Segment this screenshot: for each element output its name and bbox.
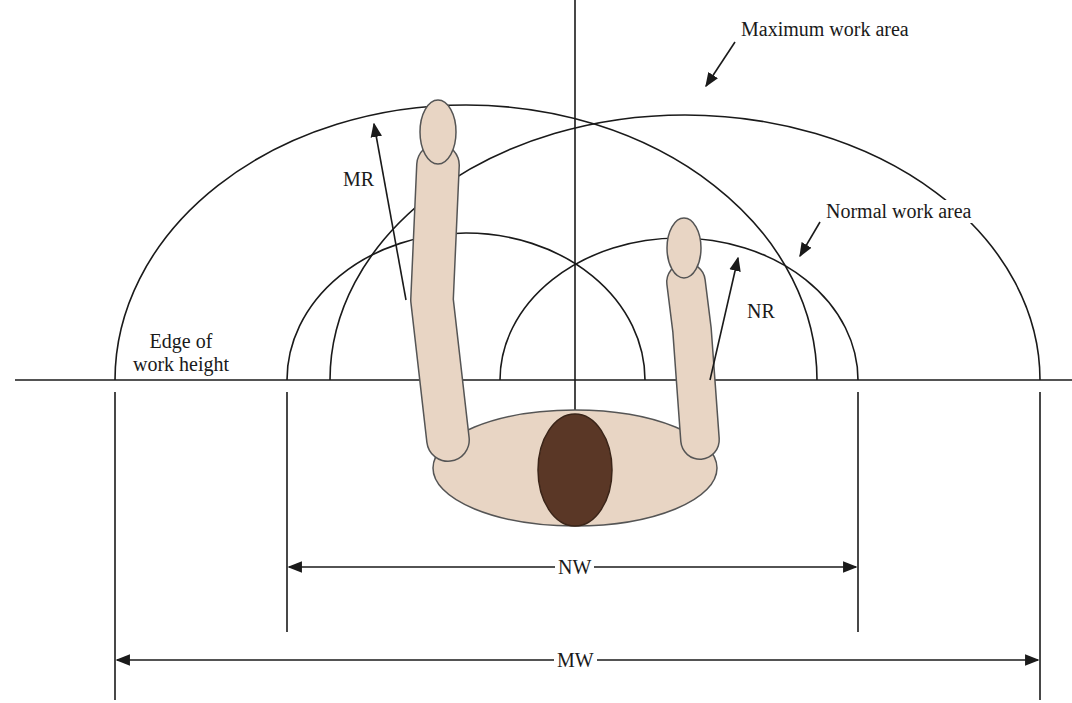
- left-normal-arc: [287, 233, 645, 380]
- table-edge-line: [15, 379, 1072, 381]
- nr-radius-arrow: [710, 258, 738, 380]
- leader-arrow: [706, 42, 735, 86]
- extension-line: [1039, 392, 1041, 700]
- dimension-label: NW: [555, 556, 594, 579]
- worker-figure: [420, 100, 717, 526]
- edge-label: Edge of work height: [128, 330, 234, 376]
- mr-radius-arrow: [374, 124, 406, 300]
- leader-arrow: [800, 222, 820, 256]
- extension-line: [286, 392, 288, 632]
- dimension-label: MW: [554, 649, 597, 672]
- radius-label: MR: [340, 168, 377, 191]
- area-label: Normal work area: [823, 200, 975, 223]
- extension-line: [114, 392, 116, 700]
- area-label: Maximum work area: [738, 18, 912, 41]
- radius-label: NR: [744, 300, 778, 323]
- extension-line: [857, 392, 859, 632]
